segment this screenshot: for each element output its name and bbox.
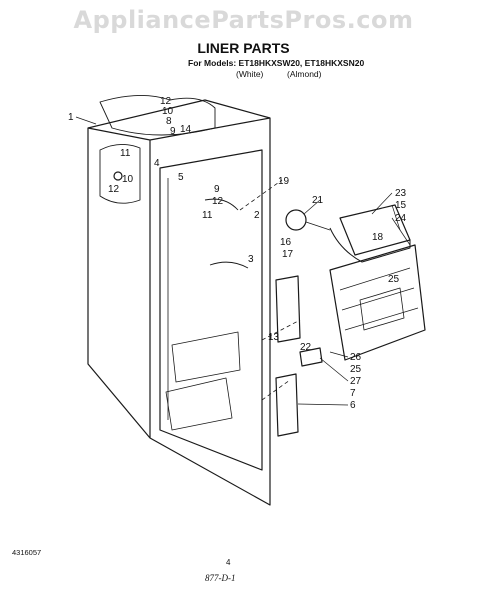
- document-number: 4316057: [12, 548, 42, 557]
- cover-window: [359, 287, 405, 331]
- wire-harness: [209, 261, 249, 269]
- leader-line: [391, 217, 411, 246]
- top-recess: [99, 95, 216, 136]
- callout-label: 16: [280, 237, 292, 248]
- variant-white: (White): [236, 69, 264, 79]
- callout-label: 22: [300, 342, 312, 353]
- callout-label: 26: [350, 352, 362, 363]
- callout-label: 10: [162, 106, 174, 117]
- callout-label: 8: [166, 116, 172, 127]
- duct-plate-22: [299, 347, 323, 367]
- callout-label: 11: [202, 210, 213, 221]
- duct-panel-6: [275, 373, 299, 437]
- diagram-lines: [87, 95, 426, 506]
- callout-label: 13: [268, 332, 280, 343]
- callout-label: 18: [372, 232, 384, 243]
- leader-lines: [75, 116, 411, 406]
- watermark: AppliancePartsPros.com: [73, 6, 414, 34]
- callout-label: 12: [160, 96, 172, 107]
- callout-label: 12: [212, 196, 224, 207]
- control-cluster: [99, 144, 141, 204]
- callout-label: 19: [278, 176, 290, 187]
- housing-body: [329, 227, 411, 263]
- variant-almond: (Almond): [287, 69, 322, 79]
- handwritten-code: 877-D-1: [205, 573, 236, 583]
- leader-line: [303, 199, 321, 215]
- callout-label: 24: [395, 213, 407, 224]
- callout-label: 9: [170, 126, 176, 137]
- callout-label: 23: [395, 188, 407, 199]
- callout-label: 2: [254, 210, 260, 221]
- leader-line: [371, 192, 393, 215]
- leader-line: [75, 116, 97, 125]
- crisper-recess: [171, 331, 241, 383]
- callout-label: 5: [178, 172, 184, 183]
- liner-opening: [159, 149, 263, 471]
- callout-label: 4: [154, 158, 160, 169]
- duct-panel-13: [275, 275, 301, 343]
- callout-label: 12: [108, 184, 120, 195]
- callout-labels: 1 12 10 8 9 14 4 11 12 10 9 12 11 5 19 2…: [68, 96, 407, 411]
- callout-label: 7: [350, 388, 356, 399]
- callout-label: 17: [282, 249, 294, 260]
- callout-label: 9: [214, 184, 220, 195]
- callout-label: 27: [350, 376, 362, 387]
- fan-shaft: [305, 221, 331, 231]
- cover-ribs: [339, 267, 419, 331]
- callout-label: 15: [395, 200, 407, 211]
- leader-line: [319, 357, 349, 382]
- liner-shell: [87, 99, 271, 506]
- callout-label: 21: [312, 195, 324, 206]
- leader-line: [297, 403, 349, 406]
- callout-label: 10: [122, 174, 134, 185]
- evaporator-cover: [329, 244, 426, 361]
- callout-label: 11: [120, 148, 131, 159]
- callout-label: 1: [68, 112, 74, 123]
- models-line: For Models: ET18HKXSW20, ET18HKXSN20: [188, 58, 365, 68]
- leader-line: [391, 204, 401, 231]
- callout-label: 3: [248, 254, 254, 265]
- callout-label: 6: [350, 400, 356, 411]
- bottom-recess: [165, 377, 233, 431]
- callout-label: 14: [180, 124, 192, 135]
- callout-label: 25: [388, 274, 400, 285]
- fan-motor: [285, 209, 307, 231]
- leader-line: [329, 351, 349, 358]
- page-number: 4: [226, 558, 231, 567]
- page-title: LINER PARTS: [197, 40, 290, 56]
- control-knob: [113, 171, 123, 181]
- thermostat-wire: [204, 198, 239, 211]
- callout-label: 25: [350, 364, 362, 375]
